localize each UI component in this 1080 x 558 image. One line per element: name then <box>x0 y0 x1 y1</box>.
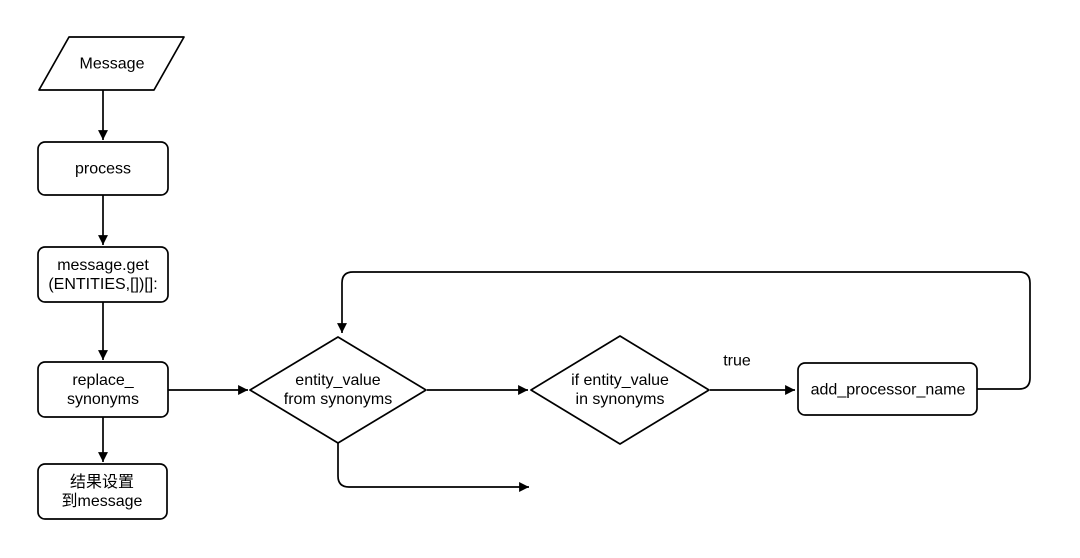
set-result-line1: 结果设置 <box>69 474 134 491</box>
replace-synonyms-line1: replace_ <box>72 372 134 389</box>
start-node-parallelogram <box>38 36 185 91</box>
edge-from-synonyms-decision-down-exit <box>337 443 529 492</box>
in-synonyms-decision-label: if entity_value in synonyms <box>571 371 669 409</box>
edge-add-processor-name-loop-back <box>337 271 1031 390</box>
get-entities-node-label: message.get (ENTITIES,[])[]: <box>48 256 157 294</box>
in-synonyms-decision-diamond <box>530 335 710 445</box>
add-processor-name-node-label: add_processor_name <box>810 381 966 399</box>
get-entities-line1: message.get <box>57 257 149 274</box>
edge-true-label: true <box>723 352 751 370</box>
replace-synonyms-node-label: replace_ synonyms <box>67 371 139 409</box>
get-entities-node <box>37 246 169 303</box>
from-synonyms-line1: entity_value <box>295 372 381 389</box>
from-synonyms-line2: from synonyms <box>283 391 393 408</box>
from-synonyms-decision-diamond <box>249 336 427 444</box>
get-entities-line2: (ENTITIES,[])[]: <box>48 276 158 293</box>
process-node-label: process <box>74 160 132 178</box>
set-result-line2: 到message <box>61 493 143 510</box>
in-synonyms-line1: if entity_value <box>571 372 669 389</box>
set-result-node <box>37 463 168 520</box>
add-processor-name-node <box>797 362 978 416</box>
replace-synonyms-line2: synonyms <box>66 391 140 408</box>
replace-synonyms-node <box>37 361 169 418</box>
start-node-label: Message <box>79 55 145 73</box>
set-result-node-label: 结果设置 到message <box>62 473 143 511</box>
in-synonyms-line2: in synonyms <box>575 391 665 408</box>
from-synonyms-decision-label: entity_value from synonyms <box>284 371 392 409</box>
process-node <box>37 141 169 196</box>
